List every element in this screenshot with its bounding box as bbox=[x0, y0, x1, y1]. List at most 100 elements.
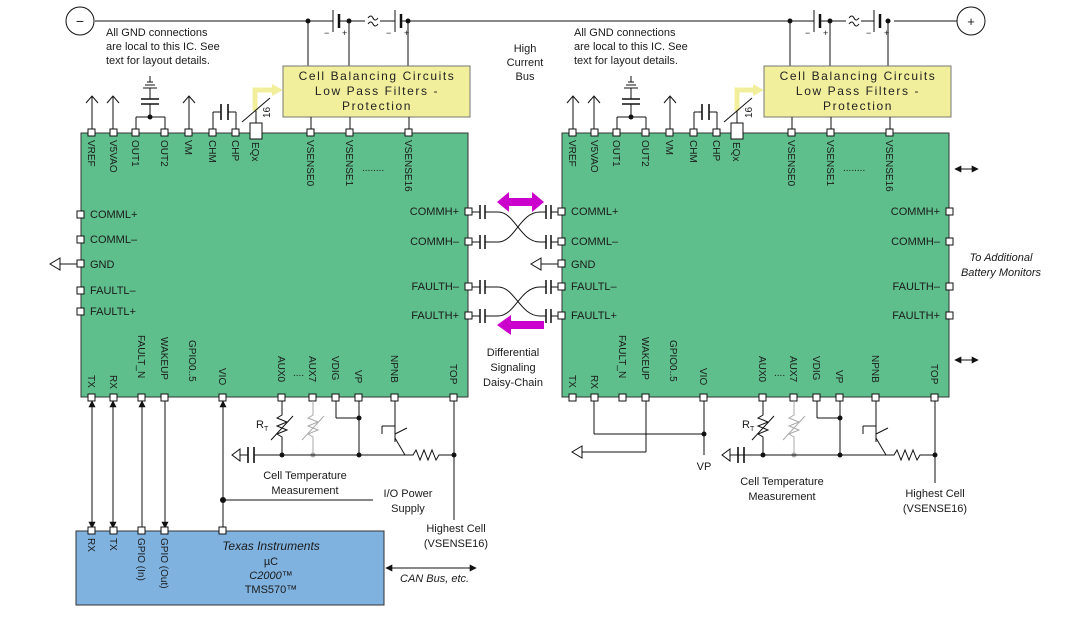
pin-rx: RX bbox=[107, 375, 118, 389]
pin-v5vao: V5VAO bbox=[107, 140, 118, 173]
left-arrow-icon bbox=[497, 315, 544, 335]
pin-out2: OUT2 bbox=[158, 140, 169, 167]
pin-faultl-plus: FAULTL+ bbox=[90, 306, 136, 318]
pin-vm: VM bbox=[182, 140, 193, 155]
pin-chp: CHP bbox=[710, 140, 721, 161]
pin-top: TOP bbox=[928, 364, 939, 385]
pin-rx: RX bbox=[588, 375, 599, 389]
balancing-box-left bbox=[282, 65, 471, 118]
pin-eqx: EQx bbox=[249, 142, 260, 161]
pin-aux0: AUX0 bbox=[275, 356, 286, 383]
bus-minus-terminal bbox=[65, 6, 95, 36]
cell-stack-left: − + − + bbox=[305, 8, 420, 66]
pin-vref: VREF bbox=[85, 140, 96, 167]
can-bus-label: CAN Bus, etc. bbox=[400, 573, 469, 585]
pin-out2: OUT2 bbox=[639, 140, 650, 167]
mcu-vendor: Texas Instruments bbox=[222, 539, 320, 553]
microcontroller: RX TX GPIO (In) GPIO (Out) Texas Instrum… bbox=[75, 526, 477, 606]
rt-label: R bbox=[742, 419, 750, 431]
pin-gpio: GPIO0..5 bbox=[667, 340, 678, 382]
vp-label: VP bbox=[697, 461, 712, 473]
pin-vsense0: VSENSE0 bbox=[785, 140, 796, 187]
pin-dots: ........ bbox=[362, 163, 384, 174]
ic-body-left bbox=[80, 132, 469, 398]
cell-stack-right: − + − + bbox=[787, 8, 894, 66]
highest-cell-label-right: Highest Cell(VSENSE16) bbox=[903, 488, 967, 515]
pin-vsense0: VSENSE0 bbox=[304, 140, 315, 187]
pin-gnd: GND bbox=[90, 259, 115, 271]
pin-chp: CHP bbox=[229, 140, 240, 161]
highest-cell-label-left: Highest Cell(VSENSE16) bbox=[424, 523, 488, 550]
pin-faultl-minus: FAULTL– bbox=[90, 285, 137, 297]
mcu-family-tms570: TMS570™ bbox=[245, 584, 298, 596]
pin-comml-plus: COMML+ bbox=[90, 209, 137, 221]
mcu-pin-gpio-in: GPIO (In) bbox=[135, 538, 146, 581]
mcu-body bbox=[75, 530, 385, 606]
pin-v5vao: V5VAO bbox=[588, 140, 599, 173]
pin-vm: VM bbox=[663, 140, 674, 155]
bus-plus-symbol: + bbox=[967, 14, 975, 29]
pin-vsense16: VSENSE16 bbox=[402, 140, 413, 192]
cell-minus-sign: − bbox=[386, 28, 391, 38]
pin-faulth-minus: FAULTH– bbox=[893, 281, 941, 293]
pin-fault-n: FAULT_N bbox=[135, 335, 146, 378]
pin-comml-minus: COMML– bbox=[90, 234, 138, 246]
cell-plus-sign: + bbox=[342, 28, 347, 38]
pin-commh-plus: COMMH+ bbox=[891, 206, 940, 218]
bidirectional-arrow-icon bbox=[497, 192, 544, 212]
pin-vp: VP bbox=[352, 370, 363, 384]
pin-faulth-plus: FAULTH+ bbox=[411, 310, 459, 322]
pin-dots: ........ bbox=[843, 163, 865, 174]
ic-body-right bbox=[561, 132, 950, 398]
pin-tx: TX bbox=[566, 375, 577, 388]
pin-commh-minus: COMMH– bbox=[410, 236, 460, 248]
pin-faulth-minus: FAULTH– bbox=[412, 281, 460, 293]
high-current-bus: − + − + − + bbox=[65, 6, 986, 83]
pin-chm: CHM bbox=[206, 140, 217, 163]
pin-vsense1: VSENSE1 bbox=[343, 140, 354, 187]
pin-gnd: GND bbox=[571, 259, 596, 271]
pin-aux7: AUX7 bbox=[306, 356, 317, 383]
cell-minus-sign: − bbox=[866, 28, 871, 38]
pin-npnb: NPNB bbox=[388, 355, 399, 383]
pin-vdig: VDIG bbox=[329, 356, 340, 381]
pin-commh-minus: COMMH– bbox=[891, 236, 941, 248]
pin-faulth-plus: FAULTH+ bbox=[892, 310, 940, 322]
pin-vref: VREF bbox=[566, 140, 577, 167]
pin-faultl-plus: FAULTL+ bbox=[571, 310, 617, 322]
pin-wakeup: WAKEUP bbox=[158, 337, 169, 380]
mcu-pin-tx: TX bbox=[107, 538, 118, 551]
cell-minus-sign: − bbox=[324, 28, 329, 38]
rt-subscript: T bbox=[264, 426, 269, 433]
pin-aux-dots: .... bbox=[293, 368, 304, 379]
pin-aux0: AUX0 bbox=[756, 356, 767, 383]
pin-vsense1: VSENSE1 bbox=[824, 140, 835, 187]
pin-wakeup: WAKEUP bbox=[639, 337, 650, 380]
mcu-pin-rx: RX bbox=[85, 538, 96, 552]
pin-faultl-minus: FAULTL– bbox=[571, 281, 618, 293]
bus-minus-symbol: − bbox=[76, 13, 84, 29]
pin-chm: CHM bbox=[687, 140, 698, 163]
pin-vsense16: VSENSE16 bbox=[883, 140, 894, 192]
cell-plus-sign: + bbox=[823, 28, 828, 38]
cell-minus-sign: − bbox=[805, 28, 810, 38]
mcu-type: µC bbox=[264, 556, 278, 568]
pin-vdig: VDIG bbox=[810, 356, 821, 381]
cell-plus-sign: + bbox=[884, 28, 889, 38]
mcu-pin-gpio-out: GPIO (Out) bbox=[158, 538, 169, 589]
pin-out1: OUT1 bbox=[129, 140, 140, 167]
pin-eqx: EQx bbox=[730, 142, 741, 161]
cell-plus-sign: + bbox=[404, 28, 409, 38]
pin-commh-plus: COMMH+ bbox=[410, 206, 459, 218]
bus-plus-terminal bbox=[956, 6, 986, 36]
